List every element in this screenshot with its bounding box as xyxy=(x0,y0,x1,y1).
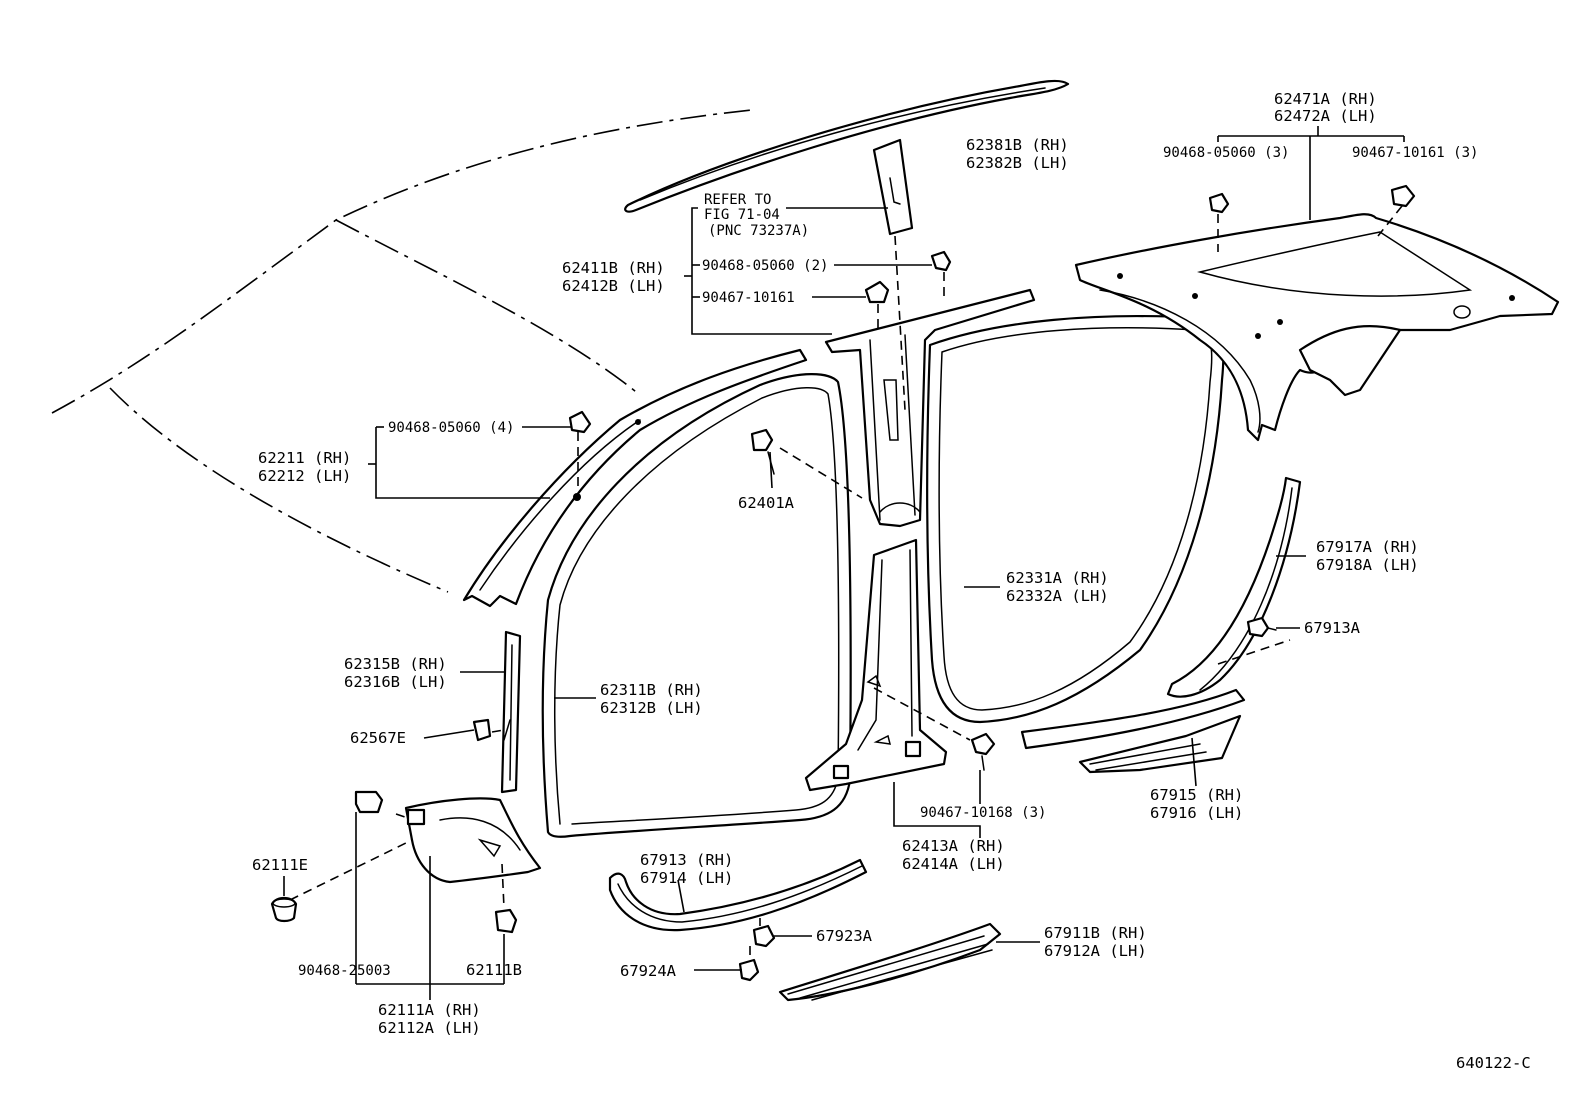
label-67912A: 67912A (LH) xyxy=(1044,942,1147,960)
rear-door-scuff-plate-67915 xyxy=(1020,688,1246,774)
roof-phantom-outline xyxy=(51,109,753,593)
plug-62111E xyxy=(270,896,298,923)
roof-side-rail-62381B xyxy=(624,79,1070,213)
label-62567E: 62567E xyxy=(350,729,406,747)
label-62411B: 62411B (RH) xyxy=(562,259,665,277)
label-62212: 62212 (LH) xyxy=(258,467,351,485)
label-62312B: 62312B (LH) xyxy=(600,699,703,717)
label-refer-to: REFER TO xyxy=(704,192,771,208)
label-62111A: 62111A (RH) xyxy=(378,1001,481,1019)
label-90468-05060-2: 90468-05060 (2) xyxy=(702,258,828,274)
front-pillar-garnish-62211 xyxy=(462,348,808,608)
front-door-scuff-inner-67913 xyxy=(608,858,868,932)
bracket-90468-25003 xyxy=(354,790,384,814)
label-62382B: 62382B (LH) xyxy=(966,154,1069,172)
label-refer-pnc: (PNC 73237A) xyxy=(708,223,809,239)
screw-center-upper xyxy=(864,280,890,328)
label-62111B: 62111B xyxy=(466,961,522,979)
label-67916: 67916 (LH) xyxy=(1150,804,1243,822)
label-67911B: 67911B (RH) xyxy=(1044,924,1147,942)
center-pillar-lower-garnish-62413A xyxy=(804,538,971,792)
clip-center-upper xyxy=(930,250,952,302)
label-62311B: 62311B (RH) xyxy=(600,681,703,699)
label-67913A: 67913A xyxy=(1304,619,1361,637)
label-62331A: 62331A (RH) xyxy=(1006,569,1109,587)
screw-quarter-right xyxy=(1390,184,1416,208)
clip-62567E xyxy=(472,718,505,742)
clip-quarter-left xyxy=(1208,192,1230,214)
label-90468-25003: 90468-25003 xyxy=(298,963,391,979)
label-62413A: 62413A (RH) xyxy=(902,837,1005,855)
label-67924A: 67924A xyxy=(620,962,677,980)
screw-67913A xyxy=(1217,616,1291,665)
label-62471A: 62471A (RH) xyxy=(1274,90,1377,108)
label-90468-05060-4: 90468-05060 (4) xyxy=(388,420,514,436)
label-67917A: 67917A (RH) xyxy=(1316,538,1419,556)
label-62111E: 62111E xyxy=(252,856,308,874)
clip-67923A xyxy=(749,918,776,962)
cowl-side-trim-62111A xyxy=(289,797,542,909)
pillar-garnish-top-piece xyxy=(872,138,914,236)
label-62381B: 62381B (RH) xyxy=(966,136,1069,154)
leader-lines xyxy=(283,126,1405,1000)
label-62332A: 62332A (LH) xyxy=(1006,587,1109,605)
rear-door-weatherstrip-62331A xyxy=(926,315,1225,724)
label-90468-05060-3: 90468-05060 (3) xyxy=(1163,145,1289,161)
label-62211: 62211 (RH) xyxy=(258,449,351,467)
label-90467-10161-3: 90467-10161 (3) xyxy=(1352,145,1478,161)
label-62401A: 62401A xyxy=(738,494,795,512)
label-62412B: 62412B (LH) xyxy=(562,277,665,295)
figure-code: 640122-C xyxy=(1456,1054,1531,1072)
clip-67924A xyxy=(738,958,760,982)
clip-front-pillar xyxy=(568,410,592,434)
label-62315B: 62315B (RH) xyxy=(344,655,447,673)
label-90467-10168: 90467-10168 (3) xyxy=(920,805,1046,821)
label-90467-10161: 90467-10161 xyxy=(702,290,795,306)
screw-90467-10168 xyxy=(970,732,996,771)
label-62414A: 62414A (LH) xyxy=(902,855,1005,873)
part-labels: 62381B (RH) 62382B (LH) REFER TO FIG 71-… xyxy=(252,90,1531,1072)
center-pillar-upper-garnish-62411B xyxy=(824,235,1036,528)
label-67913: 67913 (RH) xyxy=(640,851,733,869)
label-62316B: 62316B (LH) xyxy=(344,673,447,691)
label-67918A: 67918A (LH) xyxy=(1316,556,1419,574)
rear-door-scuff-plate-inner-67917A xyxy=(1166,476,1302,698)
label-67915: 67915 (RH) xyxy=(1150,786,1243,804)
clip-62111B xyxy=(494,908,518,934)
label-67914: 67914 (LH) xyxy=(640,869,733,887)
front-door-weatherstrip-62311B xyxy=(541,373,852,838)
label-62472A: 62472A (LH) xyxy=(1274,107,1377,125)
label-62112A: 62112A (LH) xyxy=(378,1019,481,1037)
quarter-pillar-garnish-62471A xyxy=(1074,205,1560,442)
label-67923A: 67923A xyxy=(816,927,873,945)
label-refer-fig: FIG 71-04 xyxy=(704,207,780,223)
front-door-scuff-plate-67911B xyxy=(778,922,1002,1002)
front-pillar-lower-strip-62315B xyxy=(500,630,522,794)
